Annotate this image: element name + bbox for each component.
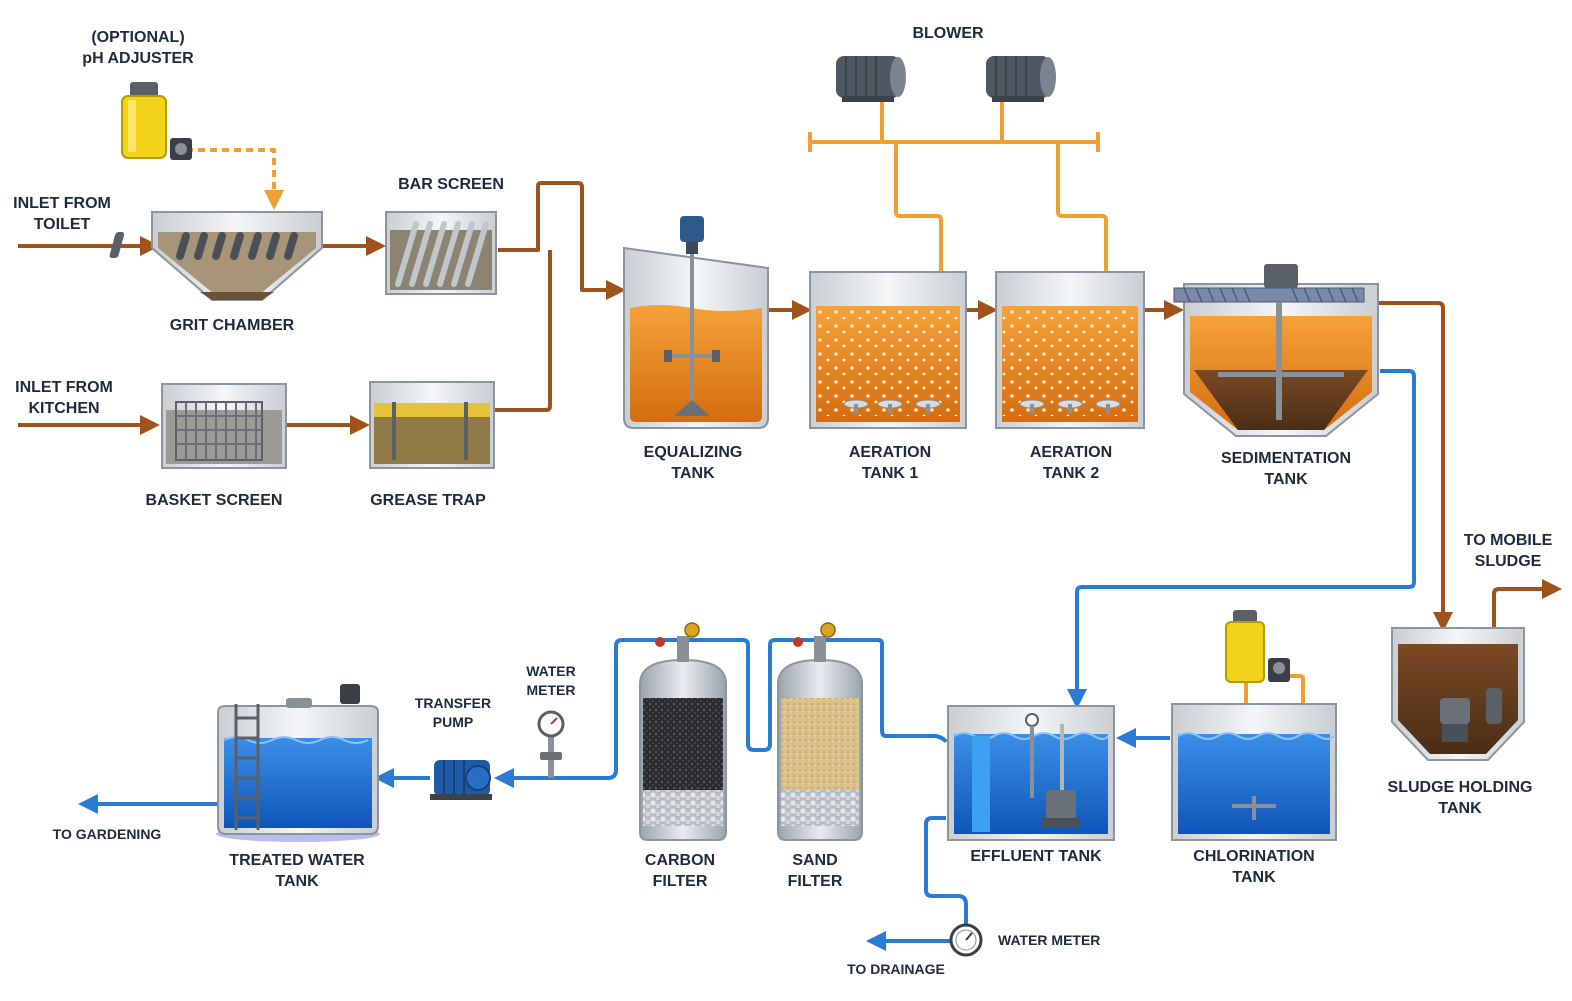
treated-water-tank: [216, 684, 380, 842]
basket-screen: [161, 383, 287, 469]
water-meter-top: [537, 710, 565, 778]
label-to-gardening: TO GARDENING: [52, 826, 162, 842]
sand-filter: [777, 622, 863, 841]
blower-1: [836, 56, 906, 102]
sedimentation-tank: [1173, 264, 1379, 437]
transfer-pump: [430, 760, 492, 800]
carbon-filter: [639, 622, 727, 841]
aeration-tank-2: [995, 271, 1145, 429]
chlorination-tank: [1171, 610, 1337, 841]
ph-adjuster-unit: [121, 82, 192, 160]
air-pipes: [186, 100, 1313, 812]
effluent-tank: [947, 705, 1115, 841]
label-grease-trap: GREASE TRAP: [370, 492, 486, 509]
aeration-tank-1: [809, 271, 967, 429]
bar-screen: [385, 211, 497, 295]
water-meter-bottom: [949, 923, 983, 957]
label-basket-screen: BASKET SCREEN: [145, 492, 283, 509]
label-grit-chamber: GRIT CHAMBER: [169, 317, 295, 334]
label-blower: BLOWER: [912, 25, 984, 42]
clean-water-pipes: [78, 369, 1416, 951]
label-to-drainage: TO DRAINAGE: [847, 961, 945, 977]
sewage-pipes: [18, 181, 1562, 700]
grit-chamber: [109, 211, 323, 301]
label-bar-screen: BAR SCREEN: [398, 176, 504, 193]
label-ph-adjuster: (OPTIONAL)pH ADJUSTER: [82, 29, 194, 67]
label-water-meter-bottom: WATER METER: [998, 932, 1101, 948]
blower-2: [986, 56, 1056, 102]
equalizing-tank: [623, 216, 769, 429]
label-effluent-tank: EFFLUENT TANK: [970, 848, 1102, 865]
grease-trap: [369, 381, 495, 469]
sludge-holding-tank: [1391, 627, 1525, 761]
